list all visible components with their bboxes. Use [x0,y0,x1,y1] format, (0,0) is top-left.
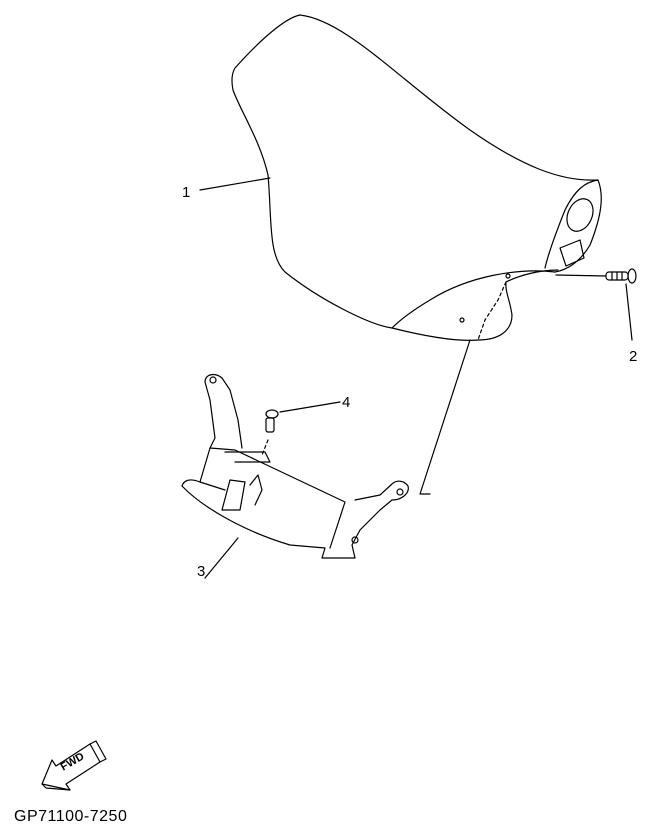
fwd-arrow-icon [41,740,107,791]
bracket-drawing [181,373,409,559]
bolt-2-drawing [555,268,637,284]
callout-1: 1 [182,184,191,201]
seat-drawing [231,14,602,341]
callout-2: 2 [629,348,638,365]
drawing-code: GP71100-7250 [14,808,128,825]
callout-4: 4 [342,394,351,411]
callout-3: 3 [197,563,206,580]
bolt-4-drawing [261,409,279,456]
